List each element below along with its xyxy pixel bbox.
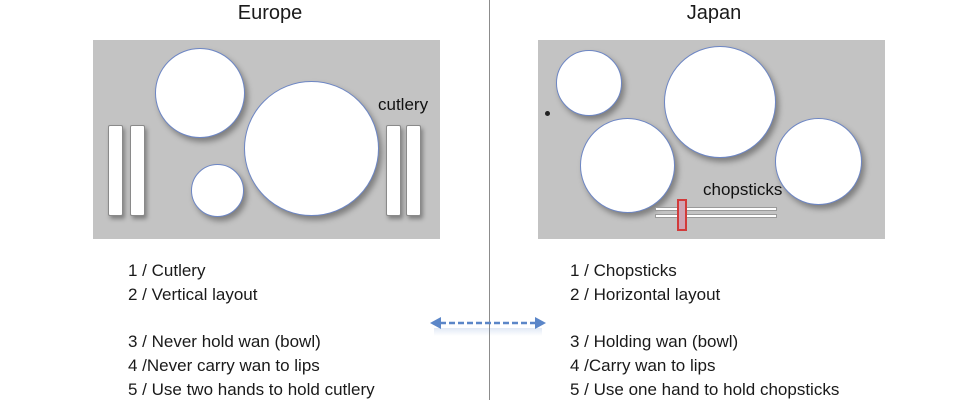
europe-table-setting: cutlery bbox=[93, 40, 440, 239]
europe-item-4: 4 /Never carry wan to lips bbox=[128, 356, 320, 375]
chopstick-1 bbox=[655, 207, 777, 211]
europe-title: Europe bbox=[237, 2, 303, 24]
rice-bowl bbox=[580, 118, 675, 213]
dinner-plate bbox=[244, 81, 379, 216]
knife-right-1 bbox=[386, 125, 401, 216]
chopsticks-label: chopsticks bbox=[703, 180, 783, 199]
japan-item-3: 3 / Holding wan (bowl) bbox=[570, 332, 739, 351]
japan-item-1: 1 / Chopsticks bbox=[570, 261, 677, 280]
europe-item-5: 5 / Use two hands to hold cutlery bbox=[128, 380, 375, 399]
japan-list: 1 / Chopsticks 2 / Horizontal layout 3 /… bbox=[570, 259, 839, 402]
fork-left-1 bbox=[108, 125, 123, 216]
europe-item-1: 1 / Cutlery bbox=[128, 261, 206, 280]
double-arrow-icon bbox=[430, 317, 546, 336]
soup-bowl bbox=[775, 118, 862, 205]
japan-item-5: 5 / Use one hand to hold chopsticks bbox=[570, 380, 840, 399]
main-bowl bbox=[664, 46, 776, 158]
center-divider bbox=[489, 0, 490, 400]
chopstick-2 bbox=[655, 214, 777, 218]
europe-item-3: 3 / Never hold wan (bowl) bbox=[128, 332, 321, 351]
bread-plate bbox=[155, 48, 245, 138]
chopstick-rest bbox=[677, 199, 687, 231]
fork-left-2 bbox=[130, 125, 145, 216]
cutlery-label: cutlery bbox=[378, 95, 429, 114]
knife-right-2 bbox=[406, 125, 421, 216]
japan-title: Japan bbox=[686, 2, 742, 24]
japan-item-4: 4 /Carry wan to lips bbox=[570, 356, 716, 375]
crumb-dot bbox=[545, 111, 550, 116]
europe-list: 1 / Cutlery 2 / Vertical layout 3 / Neve… bbox=[128, 259, 375, 402]
small-plate bbox=[191, 164, 244, 217]
japan-item-2: 2 / Horizontal layout bbox=[570, 285, 721, 304]
small-bowl bbox=[556, 50, 622, 116]
japan-table-setting: chopsticks bbox=[538, 40, 885, 239]
europe-item-2: 2 / Vertical layout bbox=[128, 285, 258, 304]
